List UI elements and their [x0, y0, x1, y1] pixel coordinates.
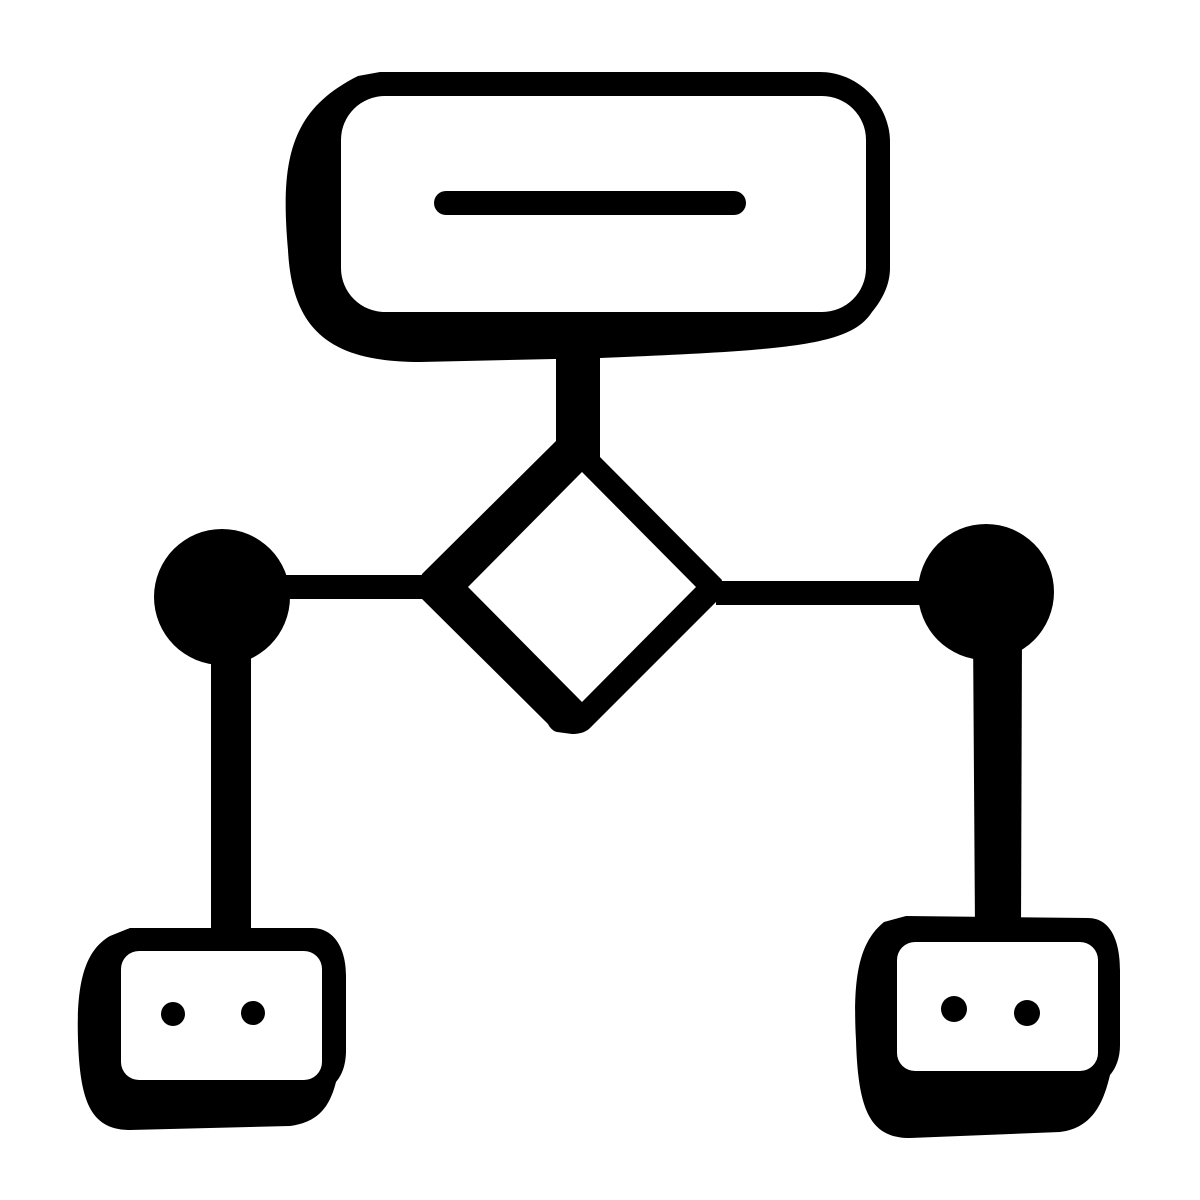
left-junction-node [154, 529, 290, 665]
dot-icon [241, 1001, 265, 1025]
left-branch [154, 529, 422, 940]
dot-icon [1014, 1000, 1040, 1026]
right-branch [716, 524, 1054, 930]
bottom-right-node [855, 916, 1120, 1138]
bottom-right-box [897, 942, 1098, 1071]
connector-top-to-decision [556, 350, 600, 460]
top-process-node [285, 72, 890, 362]
decision-box [468, 472, 696, 702]
connector-decision-to-right [716, 581, 932, 605]
bottom-left-box [121, 951, 322, 1080]
connector-right-junction-down [973, 630, 1022, 930]
bottom-left-node [77, 928, 346, 1130]
right-junction-node [918, 524, 1054, 660]
dot-icon [941, 996, 967, 1022]
decision-node [418, 440, 722, 734]
dot-icon [161, 1002, 185, 1026]
connector-left-junction-down [211, 640, 251, 940]
connector-decision-to-left [272, 575, 422, 599]
